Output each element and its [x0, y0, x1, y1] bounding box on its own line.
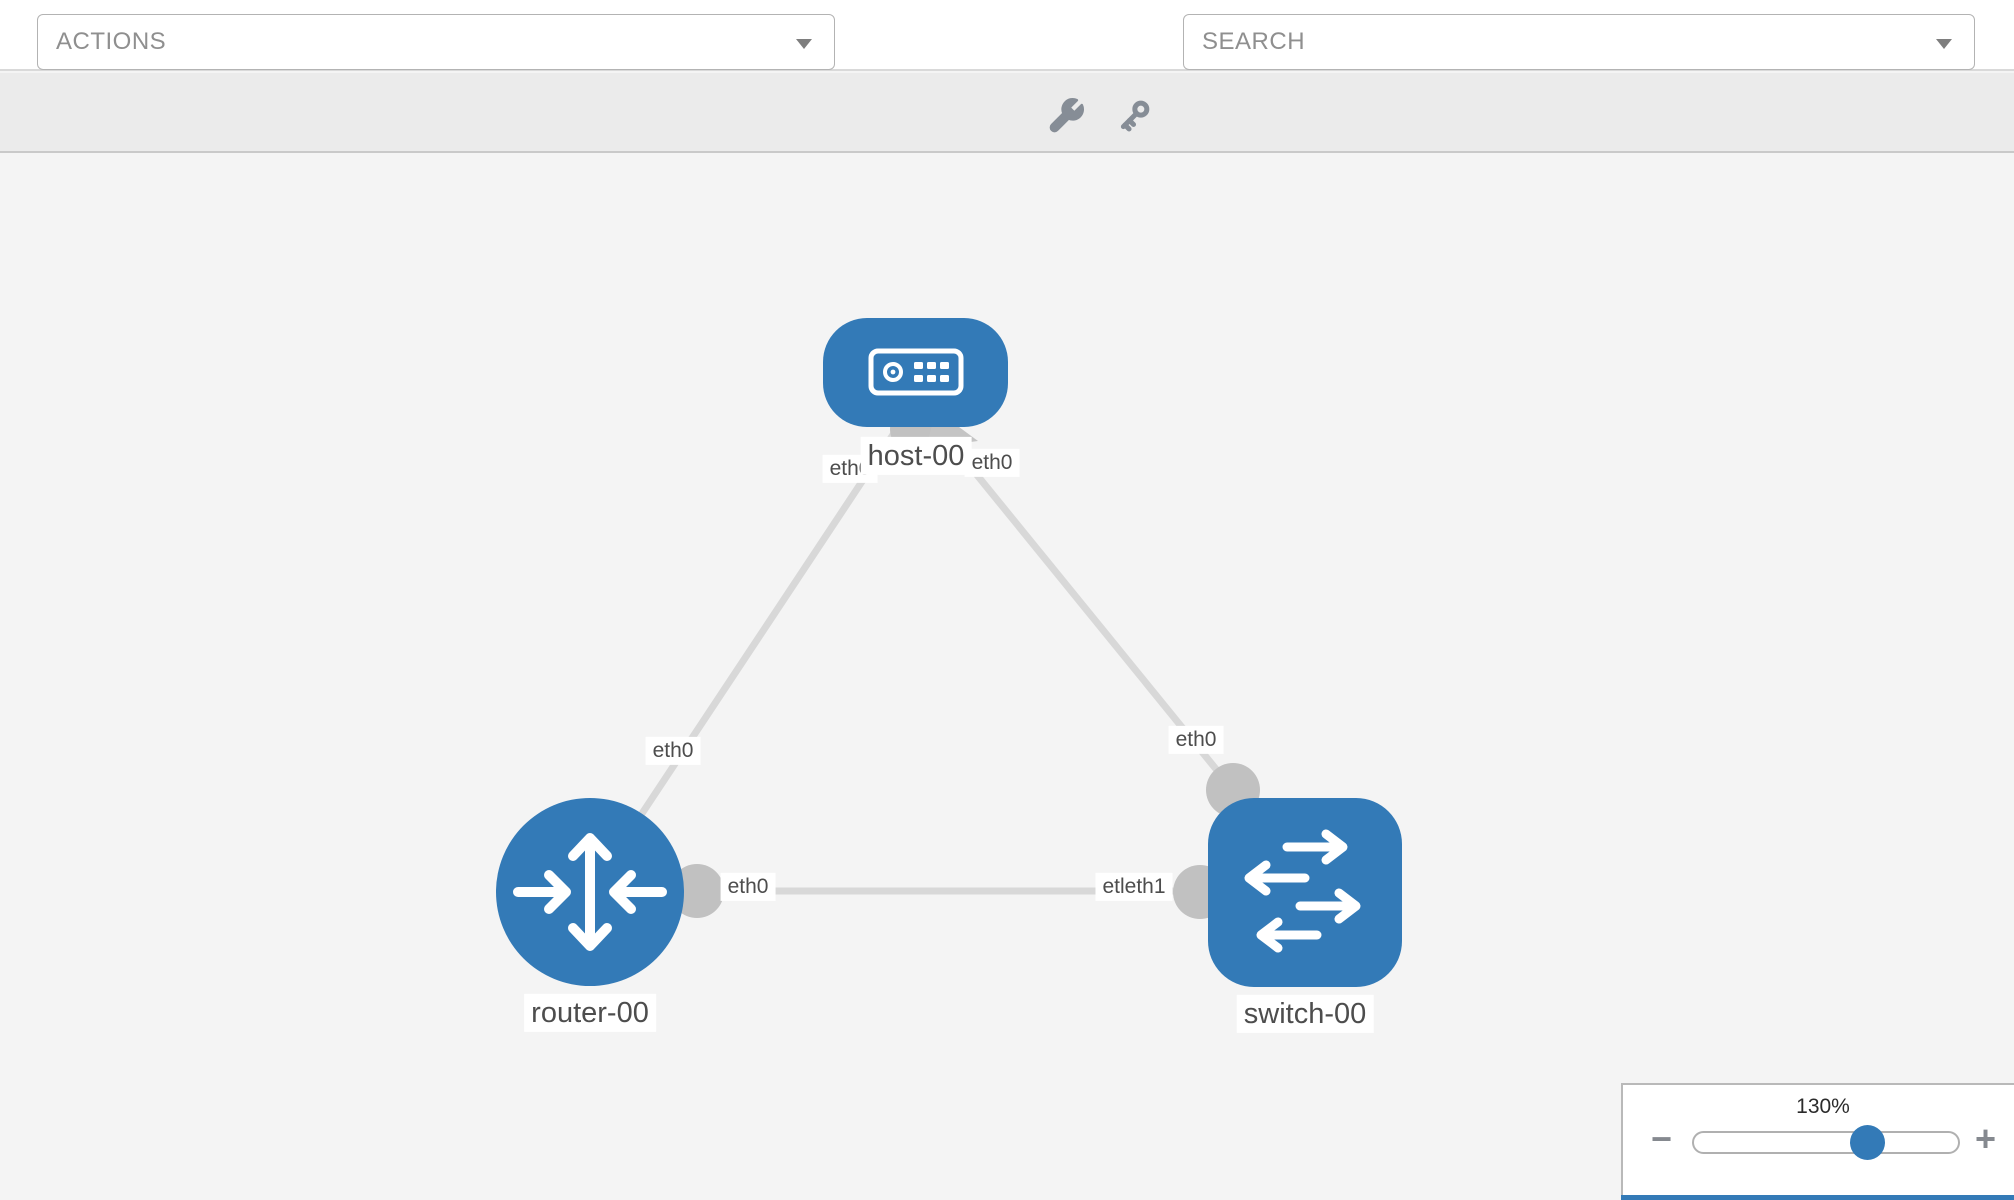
search-dropdown-label: SEARCH	[1202, 28, 1306, 55]
key-icon	[1120, 100, 1150, 132]
toolbar	[0, 73, 2014, 153]
zoom-panel: 130% − +	[1621, 1083, 2014, 1200]
interface-label: etleth1	[1095, 872, 1173, 902]
wrench-button[interactable]	[1044, 94, 1088, 138]
port-router-right[interactable]	[670, 864, 724, 918]
chevron-down-icon	[796, 39, 812, 49]
router-arrows-icon	[513, 833, 667, 951]
interface-label: eth0	[1168, 725, 1224, 755]
actions-dropdown[interactable]: ACTIONS	[37, 14, 835, 70]
chevron-down-icon	[1936, 39, 1952, 49]
zoom-slider-thumb[interactable]	[1850, 1125, 1885, 1160]
wrench-icon	[1049, 98, 1084, 133]
interface-label: eth0	[645, 736, 701, 766]
actions-dropdown-label: ACTIONS	[56, 28, 167, 55]
bottom-accent-bar	[1621, 1195, 2014, 1200]
interface-label: eth0	[964, 448, 1020, 478]
zoom-in-button[interactable]: +	[1975, 1118, 1997, 1159]
search-dropdown[interactable]: SEARCH	[1183, 14, 1975, 70]
node-host-00[interactable]	[823, 318, 1008, 427]
node-label-switch-00: switch-00	[1236, 994, 1374, 1034]
topology-canvas[interactable]: eth0 host-00 eth0 eth0 eth0 router-00 et…	[0, 155, 2014, 1200]
node-label-router-00: router-00	[524, 993, 656, 1033]
zoom-percent-value: 130%	[1796, 1095, 1850, 1118]
zoom-out-button[interactable]: −	[1651, 1118, 1673, 1159]
node-switch-00[interactable]	[1208, 798, 1402, 987]
switch-arrows-icon	[1244, 829, 1361, 953]
zoom-slider-track[interactable]	[1692, 1125, 1960, 1160]
interface-label: eth0	[720, 872, 776, 902]
key-button[interactable]	[1112, 94, 1156, 138]
node-label-host-00: host-00	[860, 436, 972, 476]
topology-graph	[496, 318, 1402, 987]
host-server-icon	[868, 348, 964, 396]
node-router-00[interactable]	[496, 798, 684, 986]
